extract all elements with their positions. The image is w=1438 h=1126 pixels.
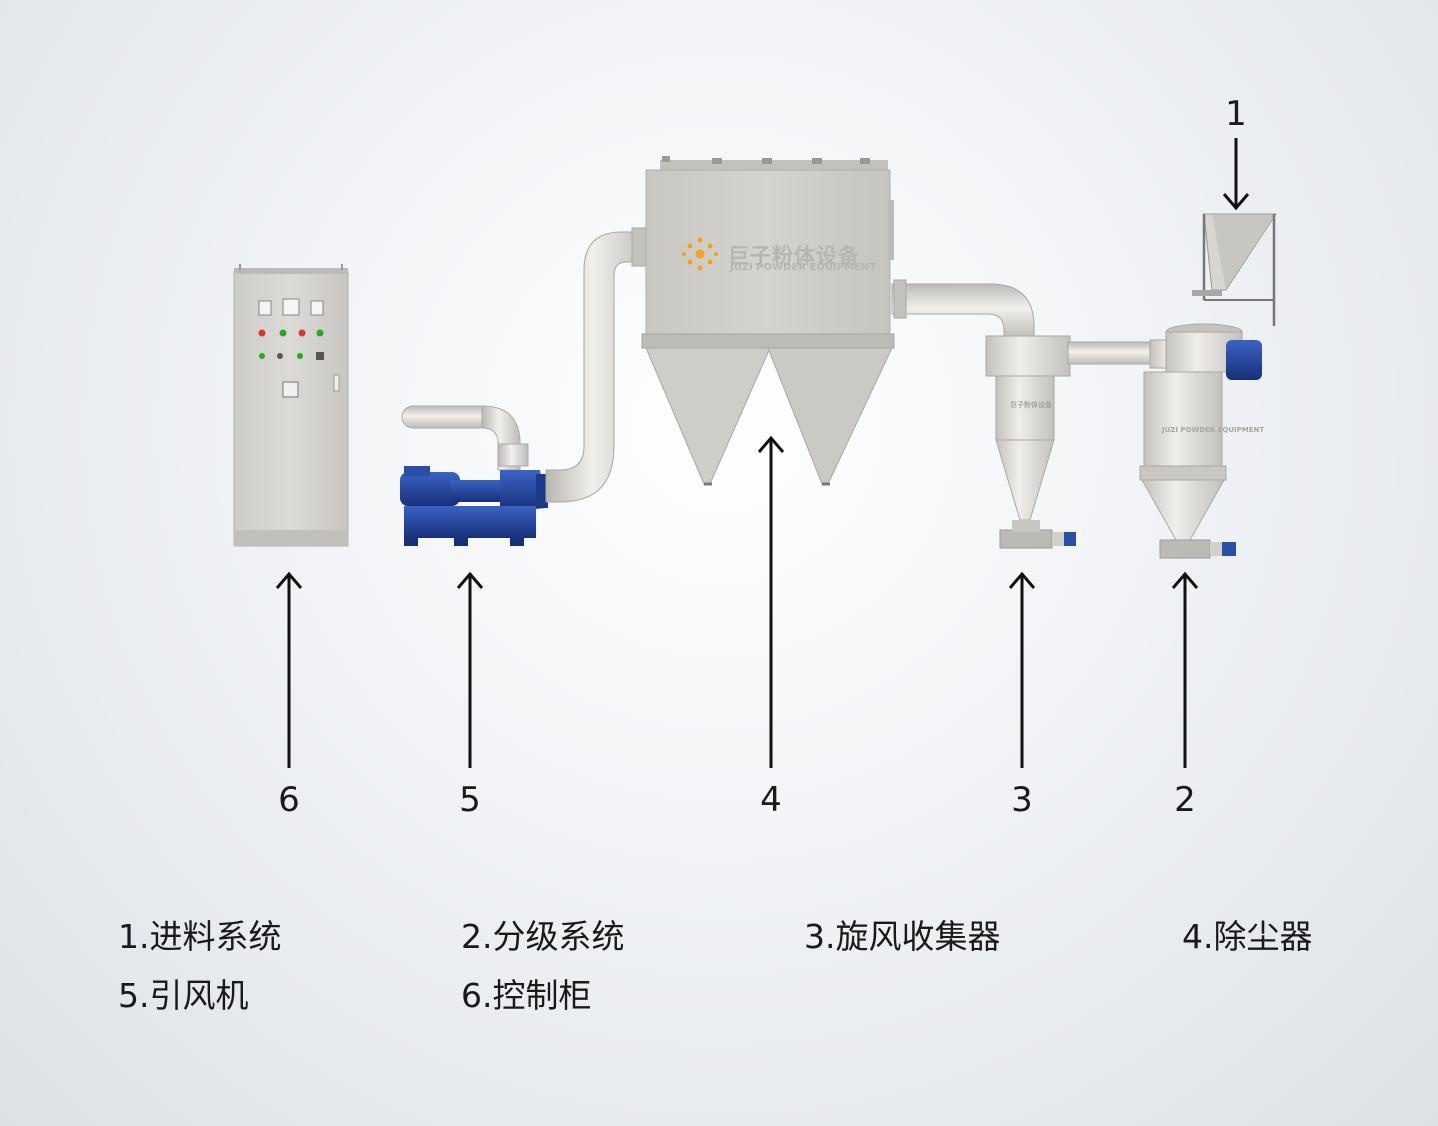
callout-arrow-1	[1222, 138, 1250, 211]
callout-number-4: 4	[760, 780, 782, 820]
cyclone-brand-label: 巨子粉体设备	[1010, 401, 1052, 409]
brand-name-cn: 巨子粉体设备	[728, 244, 860, 268]
classifier-brand-label: JUZI POWDER EQUIPMENT	[1162, 426, 1265, 434]
callout-number-1: 1	[1225, 94, 1247, 134]
callout-arrow-3	[1008, 571, 1036, 768]
callout-number-3: 3	[1011, 780, 1033, 820]
dust-collector	[641, 156, 895, 486]
callout-number-5: 5	[459, 780, 481, 820]
legend-item-6: 6.控制柜	[461, 976, 592, 1015]
duct-pipe	[545, 227, 651, 503]
classifier	[1139, 323, 1262, 559]
induced-draft-fan	[400, 405, 548, 546]
callout-arrow-6	[275, 571, 303, 768]
duct-pipe-2	[891, 279, 1035, 339]
legend-item-4: 4.除尘器	[1182, 917, 1313, 956]
feeding-hopper	[1192, 213, 1277, 326]
callout-number-2: 2	[1174, 780, 1196, 820]
legend-item-3: 3.旋风收集器	[804, 917, 1001, 956]
callout-number-6: 6	[278, 780, 300, 820]
brand-logo-icon	[682, 237, 718, 271]
callout-arrow-5	[456, 571, 484, 768]
callout-arrow-4	[757, 435, 785, 768]
legend-item-5: 5.引风机	[118, 976, 249, 1015]
brand-name-en: JUZI POWDER EQUIPMENT	[730, 262, 876, 273]
legend-item-1: 1.进料系统	[118, 917, 282, 956]
callout-arrow-2	[1171, 571, 1199, 768]
cyclone-collector	[985, 335, 1153, 549]
control-cabinet	[233, 264, 349, 547]
legend-item-2: 2.分级系统	[461, 917, 625, 956]
